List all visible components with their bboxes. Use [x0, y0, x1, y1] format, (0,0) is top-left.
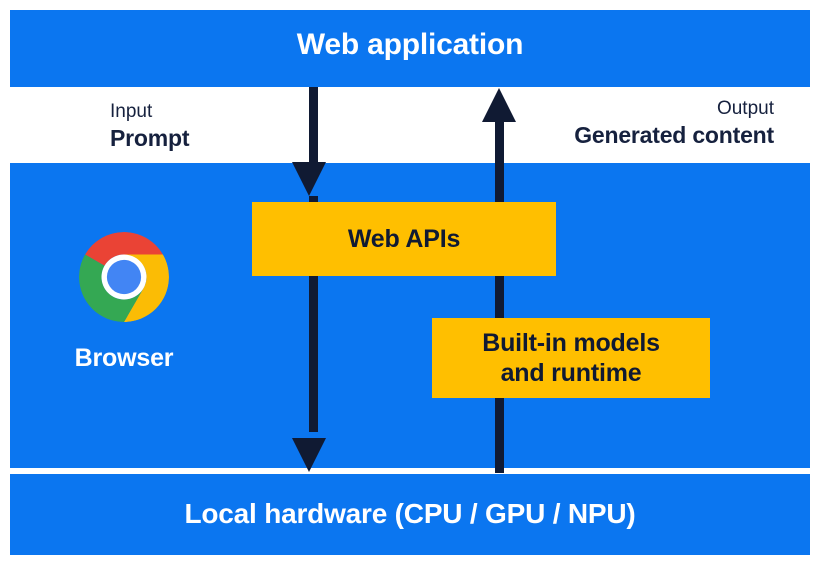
input-label: Input Prompt [110, 100, 190, 154]
down-arrow-segment-top [309, 87, 318, 165]
box-web-apis: Web APIs [252, 202, 556, 276]
box-built-in-models-line1: Built-in models [482, 328, 660, 357]
down-arrow-segment-bottom [309, 196, 318, 432]
box-built-in-models-label: Built-in models and runtime [482, 328, 660, 389]
up-arrow-segment [495, 118, 504, 473]
web-application-title: Web application [296, 28, 524, 61]
local-hardware-title: Local hardware (CPU / GPU / NPU) [184, 498, 636, 529]
box-web-apis-label: Web APIs [347, 224, 461, 253]
down-arrowhead-icon-bottom [292, 438, 326, 472]
box-built-in-models-line2: and runtime [500, 359, 642, 387]
output-label: Output Generated content [574, 97, 774, 151]
down-arrowhead-icon-top [292, 162, 326, 196]
up-arrowhead-icon [482, 88, 516, 122]
browser-label: Browser [74, 344, 174, 372]
output-kind-text: Output [716, 98, 774, 119]
box-built-in-models: Built-in models and runtime [432, 318, 710, 398]
input-value-text: Prompt [110, 125, 190, 152]
output-value-text: Generated content [574, 122, 774, 149]
input-kind-text: Input [110, 101, 153, 122]
chrome-logo-icon [79, 232, 169, 322]
band-local-hardware [10, 474, 810, 555]
band-web-application [10, 10, 810, 87]
